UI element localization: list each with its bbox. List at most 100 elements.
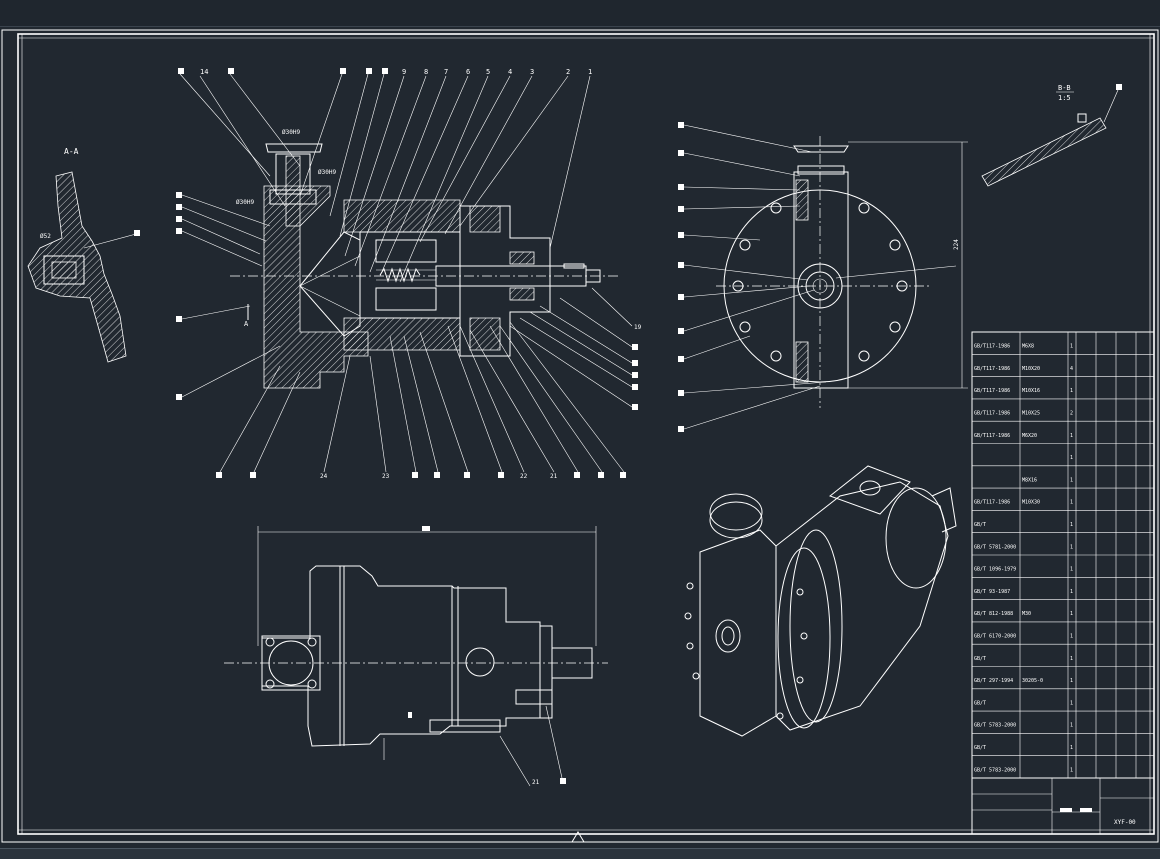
table-cell-code: M10X30 [1022,500,1040,506]
svg-text:21: 21 [532,779,540,786]
table-cell-name: GB/T [974,700,986,706]
table-cell-qty: 1 [1070,500,1073,506]
table-cell-qty: 1 [1070,589,1073,595]
leader-marker [134,230,140,236]
svg-text:22: 22 [520,473,528,480]
section-aa-body [27,171,127,363]
svg-text:5: 5 [486,68,490,76]
table-cell-qty: 1 [1070,544,1073,550]
svg-text:Ø30H9: Ø30H9 [282,129,300,136]
table-cell-qty: 1 [1070,745,1073,751]
svg-text:1: 1 [588,68,592,76]
section-aa-label: A-A [64,147,79,156]
svg-text:Ø30H9: Ø30H9 [318,169,336,176]
svg-text:3: 3 [530,68,534,76]
flange-bolt-circle [732,202,908,362]
svg-text:4: 4 [508,68,512,76]
svg-text:23: 23 [382,473,390,480]
valve-block [793,171,849,389]
table-cell-qty: 1 [1070,723,1073,729]
table-cell-qty: 1 [1070,678,1073,684]
table-cell-code: M6X8 [1022,344,1034,350]
drawing-code: XYF-00 [1114,819,1136,826]
balloon-row-top: 14 9 8 7 6 5 4 3 2 1 [178,68,592,76]
table-cell-qty: 4 [1070,366,1073,372]
svg-text:24: 24 [320,473,328,480]
table-cell-name: GB/T117-1986 [974,344,1010,350]
pump-outline [261,565,541,747]
table-cell-qty: 1 [1070,700,1073,706]
table-cell-name: GB/T [974,656,986,662]
table-cell-qty: 1 [1070,611,1073,617]
table-cell-name: GB/T117-1986 [974,366,1010,372]
table-cell-qty: 1 [1070,522,1073,528]
table-cell-qty: 2 [1070,411,1073,417]
svg-text:19: 19 [634,324,642,331]
svg-text:2: 2 [566,68,570,76]
table-cell-name: GB/T117-1986 [974,500,1010,506]
handwheel [265,143,323,153]
table-cell-qty: 1 [1070,344,1073,350]
table-cell-qty: 1 [1070,767,1073,773]
section-bb-scale: 1:5 [1058,94,1071,102]
table-cell-qty: 1 [1070,656,1073,662]
end-view-balloons [678,122,684,432]
iso-housing [775,481,949,731]
svg-text:Ø30H9: Ø30H9 [236,199,254,206]
center-mark-icon [571,831,585,843]
cad-drawing-svg[interactable]: A-A Ø52 1 4 9 8 [0,26,1160,848]
table-cell-qty: 1 [1070,477,1073,483]
table-cell-name: GB/T117-1986 [974,433,1010,439]
table-cell-code: M8X16 [1022,477,1037,483]
svg-text:224: 224 [953,239,960,250]
svg-text:21: 21 [550,473,558,480]
section-bb-view: B-B 1:5 [981,84,1122,187]
svg-text:6: 6 [466,68,470,76]
upper-housing [343,199,461,233]
title-block: XYF-00 [971,777,1155,835]
leader-lines-top [179,73,591,283]
section-bb-part [981,117,1107,187]
balloon-left-column [176,192,182,400]
table-cell-name: GB/T [974,522,986,528]
iso-valve-block [699,529,777,737]
table-cell-name: GB/T 1096-1979 [974,567,1016,573]
table-cell-name: GB/T 5783-2000 [974,723,1016,729]
swash-plate [299,231,361,337]
svg-text:9: 9 [402,68,406,76]
table-cell-name: GB/T 6170-2000 [974,634,1016,640]
lower-housing [343,317,461,351]
section-aa-dim: Ø52 [40,233,51,240]
main-section-view: 14 9 8 7 6 5 4 3 2 1 [176,68,642,480]
table-cell-qty: 1 [1070,433,1073,439]
table-cell-qty: 1 [1070,388,1073,394]
table-cell-name: GB/T [974,745,986,751]
table-cell-qty: 1 [1070,455,1073,461]
spring [379,267,421,283]
top-outline-view: 21 [224,526,608,787]
arrow-a-label: A [244,320,249,328]
end-view: 224 [678,122,968,432]
table-cell-code: M10X25 [1022,411,1040,417]
svg-text:8: 8 [424,68,428,76]
status-bar [0,848,1160,859]
svg-text:7: 7 [444,68,448,76]
balloon-right-column: 19 [632,324,642,410]
section-bb-label: B-B [1058,84,1071,92]
section-aa-view: A-A Ø52 [27,147,140,363]
balloon-row-bottom: 24 23 22 21 [216,472,626,480]
table-cell-qty: 1 [1070,634,1073,640]
table-cell-name: GB/T 5783-2000 [974,767,1016,773]
table-cell-name: GB/T117-1986 [974,388,1010,394]
isometric-view [684,465,957,737]
table-cell-name: GB/T 93-1987 [974,589,1010,595]
drawing-canvas[interactable]: A-A Ø52 1 4 9 8 [0,26,1160,848]
top-toolbar [0,0,1160,27]
table-cell-name: GB/T 812-1988 [974,611,1013,617]
table-cell-name: GB/T 5781-2000 [974,544,1016,550]
table-cell-code: M30 [1022,611,1031,617]
table-cell-name: GB/T 297-1994 [974,678,1013,684]
table-cell-name: GB/T117-1986 [974,411,1010,417]
